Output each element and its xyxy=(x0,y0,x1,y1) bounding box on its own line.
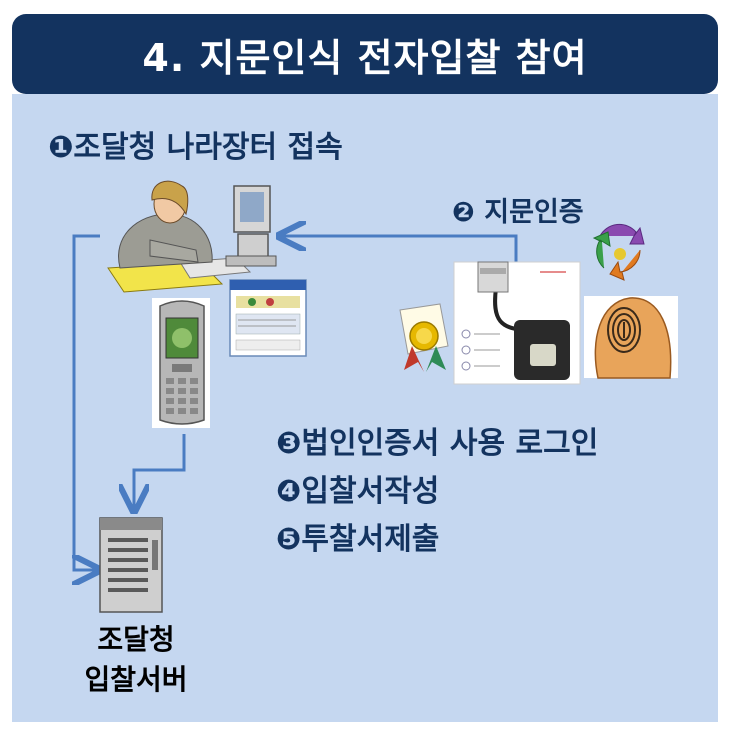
arrow-pc-to-server xyxy=(74,234,100,570)
certificate-award-icon xyxy=(399,303,449,372)
software-window-icon xyxy=(229,279,307,357)
woman-at-computer-icon xyxy=(107,180,277,293)
title-bar: 4. 지문인식 전자입찰 참여 xyxy=(12,14,718,94)
arrow-phone-to-server xyxy=(134,434,186,508)
server-label-line1: 조달청 xyxy=(97,623,175,656)
step-4-label: ❹입찰서작성 xyxy=(276,474,440,509)
arrow-scanner-to-pc xyxy=(282,236,518,262)
recycle-icon xyxy=(592,223,645,281)
connector-arrows xyxy=(74,234,518,570)
mobile-phone-icon xyxy=(152,298,210,428)
page-title: 4. 지문인식 전자입찰 참여 xyxy=(142,35,588,80)
step-2-label: ❷ 지문인증 xyxy=(452,197,584,228)
diagram-panel xyxy=(12,94,718,722)
step-3-label: ❸법인인증서 사용 로그인 xyxy=(276,426,599,461)
server-label-line2: 입찰서버 xyxy=(84,663,188,696)
step-1-label: ❶조달청 나라장터 접속 xyxy=(48,130,343,165)
step-5-label: ❺투찰서제출 xyxy=(276,522,440,557)
fingerprint-icon xyxy=(584,296,678,379)
server-tower-icon xyxy=(99,517,163,613)
server-label: 조달청 입찰서버 xyxy=(36,620,236,700)
fingerprint-scanner-icon xyxy=(453,261,581,385)
